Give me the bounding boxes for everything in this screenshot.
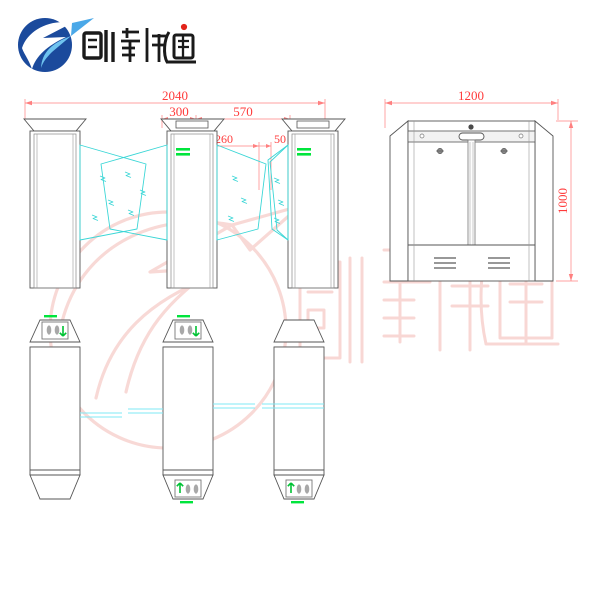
vent-grille-left xyxy=(434,257,456,269)
top-plan-view xyxy=(29,315,325,504)
plan-flap-lines xyxy=(80,403,324,418)
dimension-label-260: 260 xyxy=(215,132,233,146)
plan-pedestal-right xyxy=(273,319,325,500)
dimension-label-50: 50 xyxy=(274,132,286,146)
card-reader xyxy=(458,132,485,141)
vent-grille-right xyxy=(488,257,510,269)
dimension-label-1200: 1200 xyxy=(458,88,484,103)
side-elevation-view: 1200 1000 xyxy=(384,88,578,282)
dimension-label-2040: 2040 xyxy=(162,88,188,103)
plan-indicator-right-bottom xyxy=(285,479,313,504)
dimension-depth xyxy=(384,99,559,128)
top-sensor-dot xyxy=(468,124,474,130)
plan-indicator-middle-top xyxy=(174,315,202,340)
dimension-label-570: 570 xyxy=(233,104,253,119)
front-elevation-view: 2040 300 570 xyxy=(23,88,346,289)
flap-hatch-2 xyxy=(124,171,147,216)
pedestal-middle xyxy=(160,118,225,289)
flap-hatch-3 xyxy=(227,175,248,222)
led-indicator-middle xyxy=(176,148,190,156)
plan-pedestal-left xyxy=(29,319,81,500)
logo-emblem xyxy=(18,18,94,72)
flap-hatch-4 xyxy=(273,177,285,224)
brand-logo xyxy=(18,18,196,72)
plan-indicator-left-top xyxy=(41,315,69,340)
plan-indicator-middle-bottom xyxy=(174,479,202,504)
plan-pedestal-middle xyxy=(162,319,214,500)
dimension-height xyxy=(556,120,578,282)
logo-wordmark xyxy=(82,23,196,64)
swing-flap-group xyxy=(79,144,289,241)
side-top-details xyxy=(419,124,524,154)
dimension-overall-width xyxy=(24,99,326,120)
fastener-right xyxy=(518,133,524,139)
fastener-left xyxy=(419,133,425,139)
side-center-post xyxy=(467,139,476,246)
led-indicator-right xyxy=(297,148,311,156)
pedestal-right xyxy=(281,118,346,289)
dimension-label-300: 300 xyxy=(169,104,189,119)
dimension-label-1000: 1000 xyxy=(555,188,570,214)
pedestal-left xyxy=(23,118,87,289)
flap-hatch-1 xyxy=(91,175,115,221)
dimension-flap-gap xyxy=(259,142,272,190)
